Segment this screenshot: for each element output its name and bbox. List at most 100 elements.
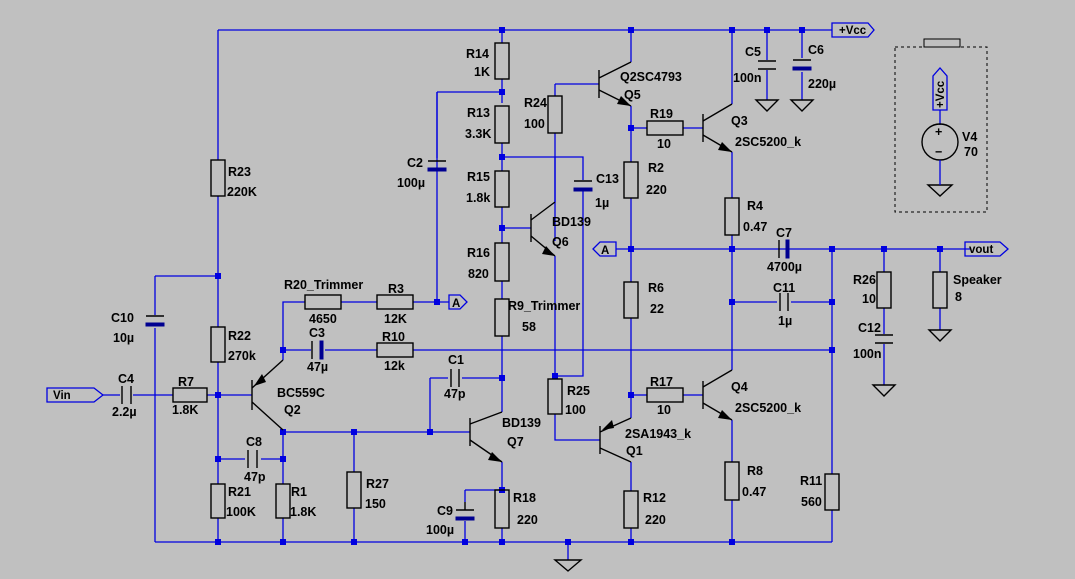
label-r16-ref: R16 xyxy=(467,246,490,260)
label-r19-ref: R19 xyxy=(650,107,673,121)
label-c9-ref: C9 xyxy=(437,504,453,518)
label-q2-ref: Q2 xyxy=(284,403,301,417)
label-r15-value: 1.8k xyxy=(466,191,490,205)
transistor-q4 xyxy=(702,369,733,421)
ground-main xyxy=(553,559,583,572)
source-value: 70 xyxy=(964,145,978,159)
label-c11-value: 1µ xyxy=(778,314,792,328)
label-speaker-ref: Speaker xyxy=(953,273,1002,287)
transistor-q3 xyxy=(702,103,733,153)
resistor-r27 xyxy=(346,471,362,509)
capacitor-c4 xyxy=(121,386,132,404)
ground-c6 xyxy=(789,99,815,112)
vin-flag-label: Vin xyxy=(53,390,71,402)
node-a-flag-left-label: A xyxy=(452,298,460,310)
resistor-r16 xyxy=(494,242,510,282)
resistor-r4 xyxy=(724,197,740,236)
ground-v4 xyxy=(926,184,954,197)
capacitor-c11 xyxy=(779,293,789,311)
capacitor-c2 xyxy=(427,92,447,172)
label-r6-ref: R6 xyxy=(648,281,664,295)
label-c1-value: 47p xyxy=(444,387,466,401)
resistor-r8 xyxy=(724,461,740,501)
label-r14-ref: R14 xyxy=(466,47,489,61)
label-r23-ref: R23 xyxy=(228,165,251,179)
label-r21-value: 100K xyxy=(226,505,256,519)
label-q6-ref: Q6 xyxy=(552,235,569,249)
resistor-r14 xyxy=(494,42,510,80)
label-c3-value: 47µ xyxy=(307,360,328,374)
resistor-r24 xyxy=(547,95,563,134)
capacitor-c10 xyxy=(145,315,165,327)
resistor-r11 xyxy=(824,473,840,511)
vout-flag-label: vout xyxy=(969,244,993,256)
source-plus: + xyxy=(935,125,942,139)
label-c6-value: 220µ xyxy=(808,77,836,91)
ground-speaker xyxy=(927,329,953,342)
label-q5-ref: Q5 xyxy=(624,88,641,102)
resistor-r20 xyxy=(304,294,342,310)
label-r11-value: 560 xyxy=(801,495,822,509)
label-q3-ref: Q3 xyxy=(731,114,748,128)
label-r9-value: 58 xyxy=(522,320,536,334)
label-r20-ref: R20_Trimmer xyxy=(284,278,363,292)
label-c5-value: 100n xyxy=(733,71,762,85)
label-r19-value: 10 xyxy=(657,137,671,151)
transistor-q1 xyxy=(599,417,632,463)
label-r7-value: 1.8K xyxy=(172,403,198,417)
label-c5-ref: C5 xyxy=(745,45,761,59)
resistor-r22 xyxy=(210,326,226,363)
label-r15-ref: R15 xyxy=(467,170,490,184)
label-c4-value: 2.2µ xyxy=(112,405,137,419)
label-r25-ref: R25 xyxy=(567,384,590,398)
label-r11-ref: R11 xyxy=(800,474,822,488)
capacitor-c8 xyxy=(247,450,258,468)
label-r3-value: 12K xyxy=(384,312,407,326)
source-tab xyxy=(923,38,961,48)
label-r23-value: 220K xyxy=(227,185,257,199)
label-r3-ref: R3 xyxy=(388,282,404,296)
label-r14-value: 1K xyxy=(474,65,490,79)
label-r4-ref: R4 xyxy=(747,199,763,213)
resistor-r9 xyxy=(494,298,510,337)
label-q6-model: BD139 xyxy=(552,215,591,229)
label-c13-value: 1µ xyxy=(595,196,609,210)
label-q4-model: 2SC5200_k xyxy=(735,401,801,415)
label-speaker-value: 8 xyxy=(955,290,962,304)
label-c10-ref: C10 xyxy=(111,311,134,325)
label-r26-ref: R26 xyxy=(853,273,876,287)
label-r17-value: 10 xyxy=(657,403,671,417)
label-c10-value: 10µ xyxy=(113,331,134,345)
label-r7-ref: R7 xyxy=(178,375,194,389)
label-c7-value: 4700µ xyxy=(767,260,802,274)
label-r6-value: 22 xyxy=(650,302,664,316)
label-r24-ref: R24 xyxy=(524,96,547,110)
label-c2-ref: C2 xyxy=(407,156,423,170)
capacitor-c12 xyxy=(875,334,893,344)
component-labels: R14 1K R13 3.3K R15 1.8k R16 820 R9_Trim… xyxy=(111,43,1002,537)
label-r1-ref: R1 xyxy=(291,485,307,499)
label-q3-model: 2SC5200_k xyxy=(735,135,801,149)
label-r10-value: 12k xyxy=(384,359,405,373)
label-r22-value: 270k xyxy=(228,349,256,363)
source-vcc-label: +Vcc xyxy=(935,80,947,108)
wires xyxy=(103,29,970,560)
label-c11-ref: C11 xyxy=(773,281,795,295)
ground-c5 xyxy=(754,99,780,112)
label-r25-value: 100 xyxy=(565,403,586,417)
label-r13-value: 3.3K xyxy=(465,127,491,141)
capacitor-c5 xyxy=(758,60,776,70)
label-r18-ref: R18 xyxy=(513,491,536,505)
capacitor-c13 xyxy=(573,180,593,192)
label-r27-ref: R27 xyxy=(366,477,389,491)
net-flags: +Vcc Vin vout A A xyxy=(46,22,1009,403)
label-r8-ref: R8 xyxy=(747,464,763,478)
resistor-r12 xyxy=(623,490,639,529)
resistor-r18 xyxy=(494,489,510,529)
capacitor-c1 xyxy=(450,369,460,387)
speaker-load xyxy=(932,271,948,309)
label-r1-value: 1.8K xyxy=(290,505,316,519)
label-r10-ref: R10 xyxy=(382,330,405,344)
label-r8-value: 0.47 xyxy=(742,485,766,499)
